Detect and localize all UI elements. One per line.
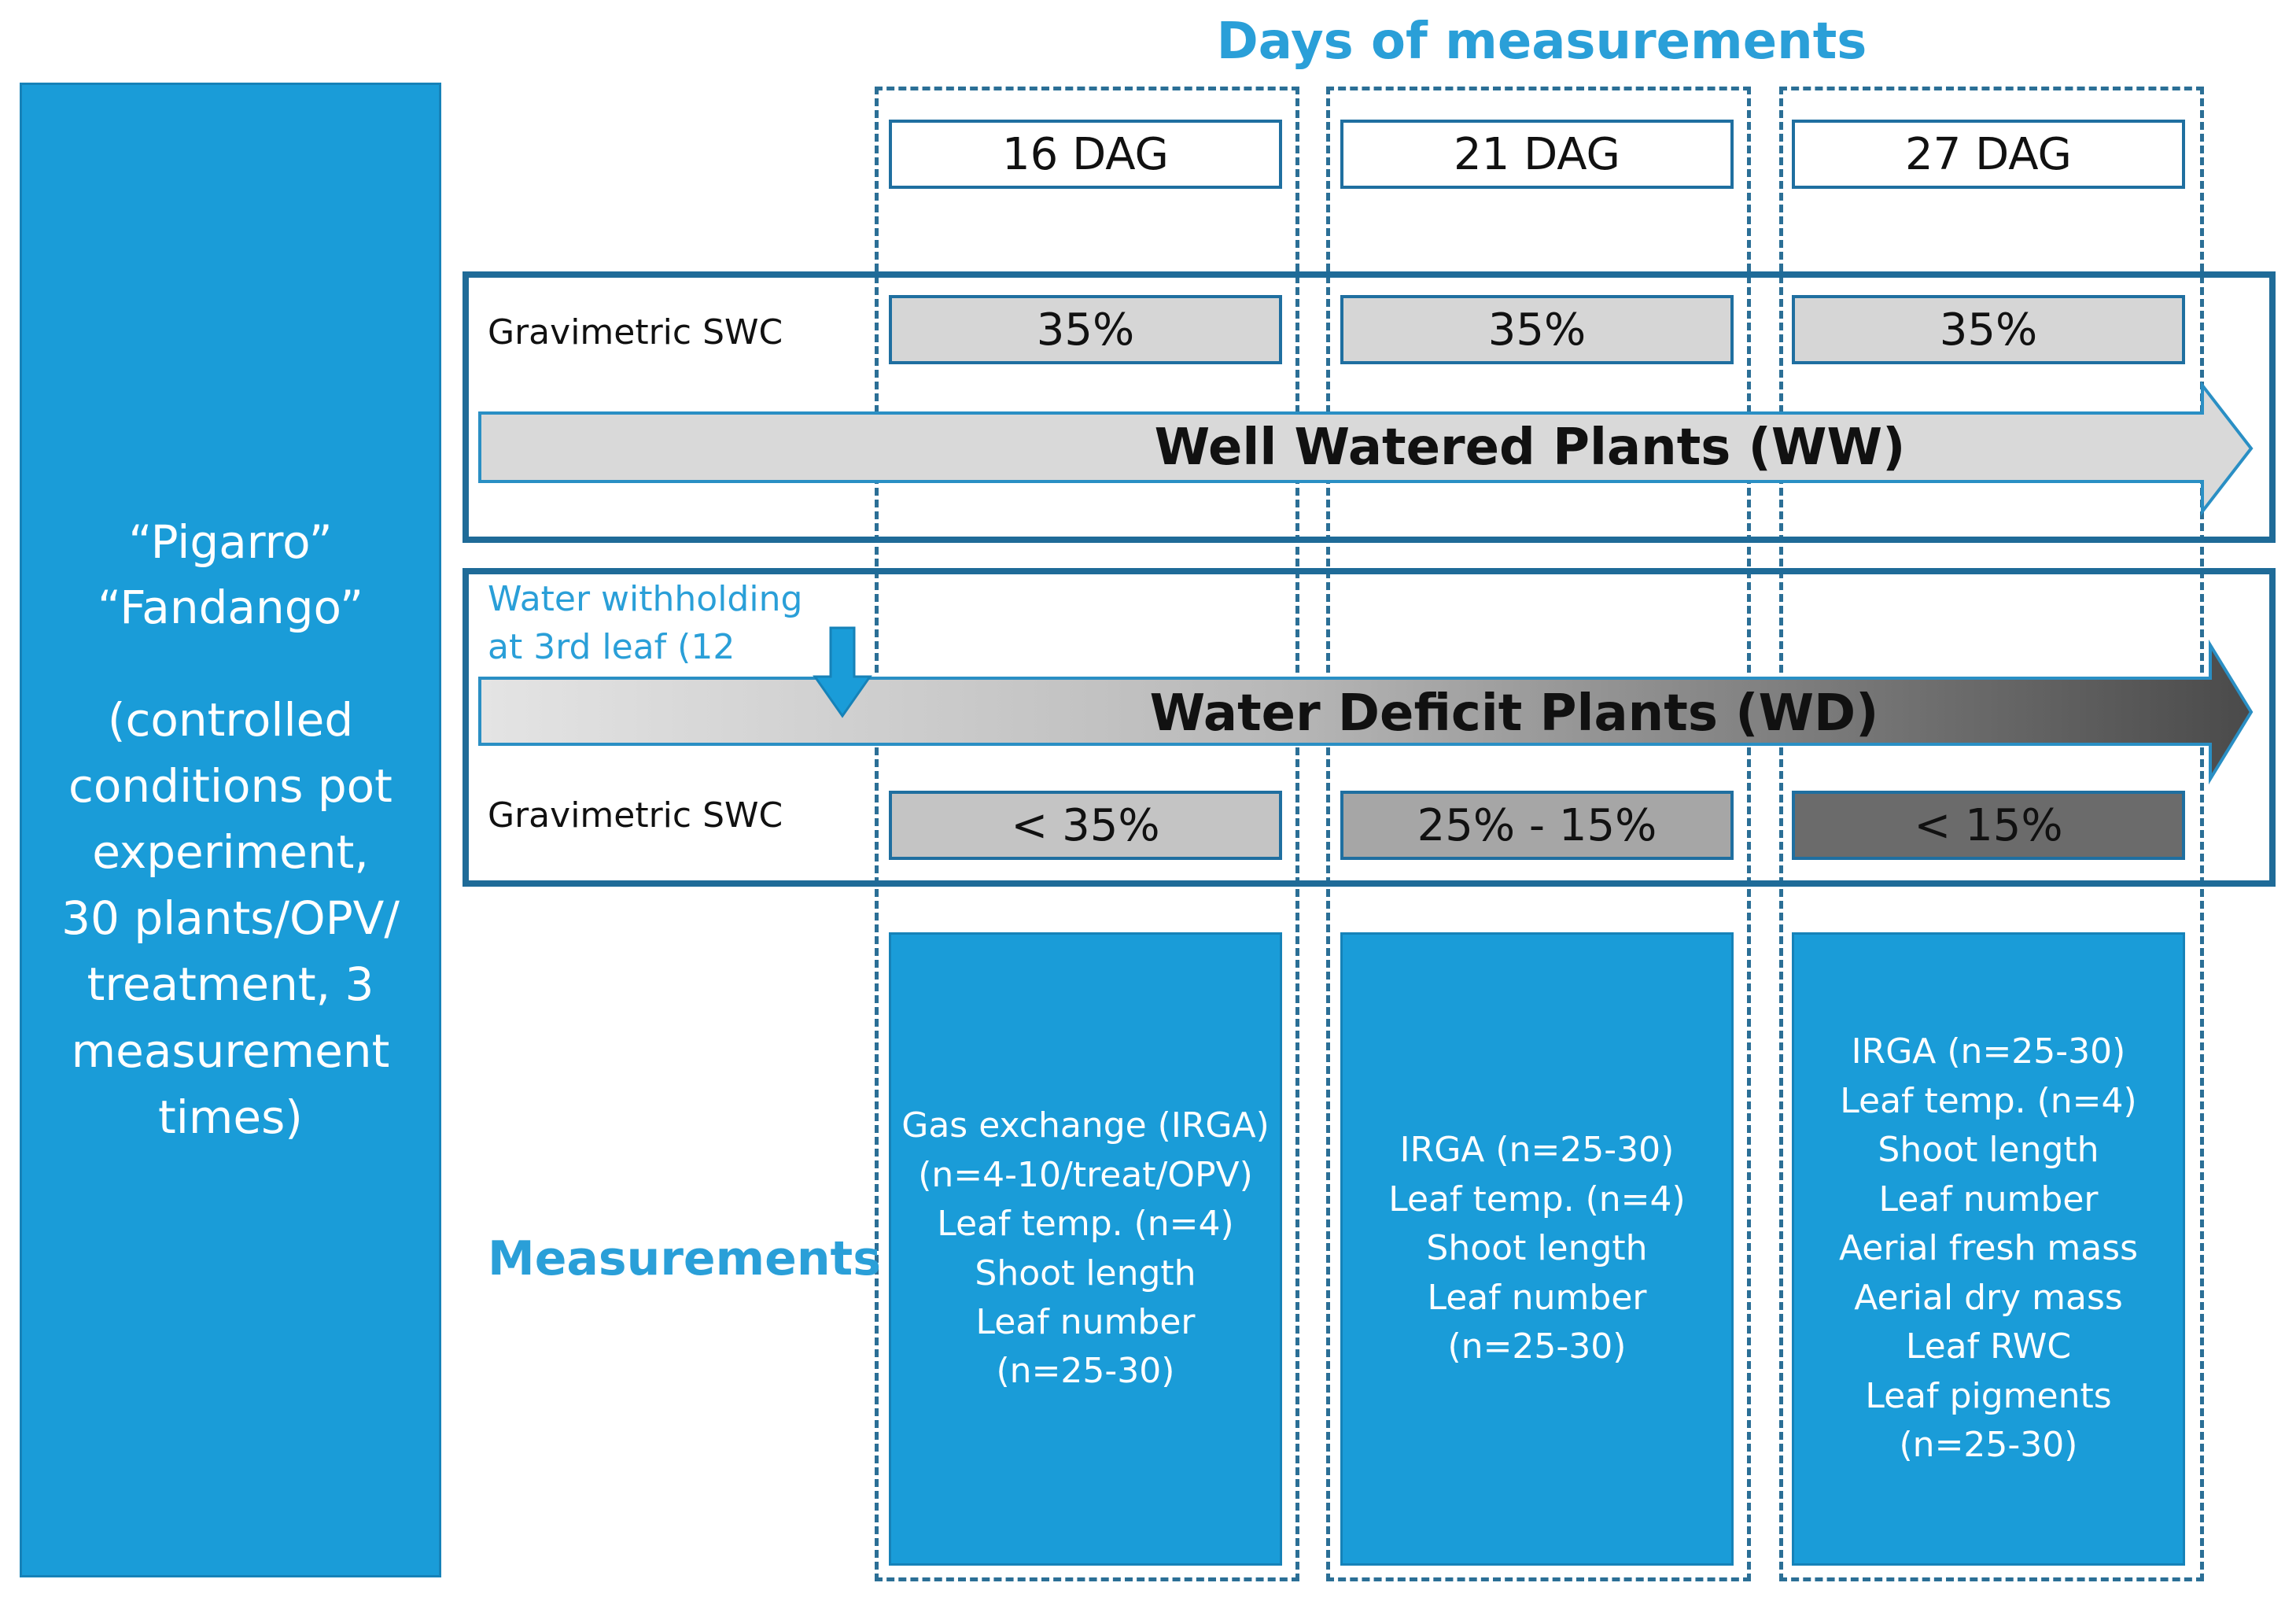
desc-line: measurement bbox=[71, 1024, 390, 1078]
desc-line: times) bbox=[158, 1090, 303, 1144]
measurement-item: Gas exchange (IRGA) bbox=[901, 1105, 1270, 1146]
wd-arrow-label: Water Deficit Plants (WD) bbox=[1150, 684, 1879, 743]
measurement-item: Shoot length bbox=[1878, 1130, 2099, 1171]
wd-swc-value-3: < 15% bbox=[1792, 791, 2185, 860]
days-heading: Days of measurements bbox=[1216, 13, 1867, 71]
experiment-summary-panel: “Pigarro” “Fandango” (controlled conditi… bbox=[20, 83, 441, 1577]
measurement-item: IRGA (n=25-30) bbox=[1399, 1130, 1675, 1171]
desc-line: 30 plants/OPV/ bbox=[61, 891, 400, 946]
desc-line: conditions pot bbox=[68, 759, 392, 814]
experiment-description: (controlled conditions pot experiment, 3… bbox=[61, 687, 400, 1150]
measurement-item: Aerial fresh mass bbox=[1838, 1228, 2139, 1269]
measurement-item: (n=25-30) bbox=[1447, 1326, 1627, 1367]
desc-line: (controlled bbox=[107, 693, 354, 747]
measurements-title: Measurements bbox=[488, 1231, 881, 1286]
day-label-21: 21 DAG bbox=[1340, 120, 1734, 189]
cultivar-fandango: “Fandango” bbox=[97, 580, 363, 634]
measurements-21-dag: IRGA (n=25-30) Leaf temp. (n=4) Shoot le… bbox=[1340, 932, 1734, 1566]
desc-line: treatment, 3 bbox=[87, 957, 374, 1012]
day-column-3 bbox=[1779, 87, 2204, 1581]
water-deficit-band bbox=[463, 568, 2276, 887]
measurement-item: Leaf number bbox=[975, 1301, 1196, 1342]
measurement-item: Leaf number bbox=[1878, 1179, 2099, 1219]
wd-arrow bbox=[478, 639, 2254, 785]
measurement-item: Leaf temp. (n=4) bbox=[1840, 1080, 2137, 1121]
ww-arrow-label: Well Watered Plants (WW) bbox=[1155, 419, 1906, 477]
measurement-item: (n=25-30) bbox=[996, 1351, 1175, 1392]
ww-swc-label: Gravimetric SWC bbox=[488, 312, 783, 352]
measurement-item: (n=4-10/treat/OPV) bbox=[918, 1154, 1253, 1195]
ww-swc-value-3: 35% bbox=[1792, 295, 2185, 364]
measurement-item: Leaf pigments bbox=[1865, 1375, 2112, 1416]
day-column-1 bbox=[875, 87, 1299, 1581]
cultivar-pigarro: “Pigarro” bbox=[128, 515, 333, 570]
measurement-item: Shoot length bbox=[1426, 1228, 1648, 1269]
measurements-16-dag: Gas exchange (IRGA) (n=4-10/treat/OPV) L… bbox=[889, 932, 1282, 1566]
day-label-16: 16 DAG bbox=[889, 120, 1282, 189]
wd-swc-label: Gravimetric SWC bbox=[488, 795, 783, 836]
well-watered-band bbox=[463, 271, 2276, 543]
measurements-27-dag: IRGA (n=25-30) Leaf temp. (n=4) Shoot le… bbox=[1792, 932, 2185, 1566]
wd-swc-value-1: < 35% bbox=[889, 791, 1282, 860]
measurement-item: Leaf number bbox=[1427, 1277, 1647, 1318]
measurement-item: Leaf temp. (n=4) bbox=[1388, 1179, 1686, 1219]
withholding-line: Water withholding bbox=[488, 579, 803, 619]
ww-swc-value-2: 35% bbox=[1340, 295, 1734, 364]
measurement-item: Shoot length bbox=[975, 1253, 1196, 1293]
measurement-item: Leaf temp. (n=4) bbox=[937, 1204, 1234, 1245]
measurement-item: (n=25-30) bbox=[1899, 1425, 2078, 1466]
day-label-27: 27 DAG bbox=[1792, 120, 2185, 189]
withholding-down-arrow-icon bbox=[813, 626, 872, 718]
ww-arrow bbox=[478, 381, 2254, 516]
desc-line: experiment, bbox=[92, 825, 369, 880]
ww-swc-value-1: 35% bbox=[889, 295, 1282, 364]
measurement-item: Leaf RWC bbox=[1905, 1326, 2072, 1367]
wd-swc-value-2: 25% - 15% bbox=[1340, 791, 1734, 860]
day-column-2 bbox=[1326, 87, 1751, 1581]
measurement-item: IRGA (n=25-30) bbox=[1851, 1031, 2126, 1072]
measurement-item: Aerial dry mass bbox=[1854, 1277, 2123, 1318]
